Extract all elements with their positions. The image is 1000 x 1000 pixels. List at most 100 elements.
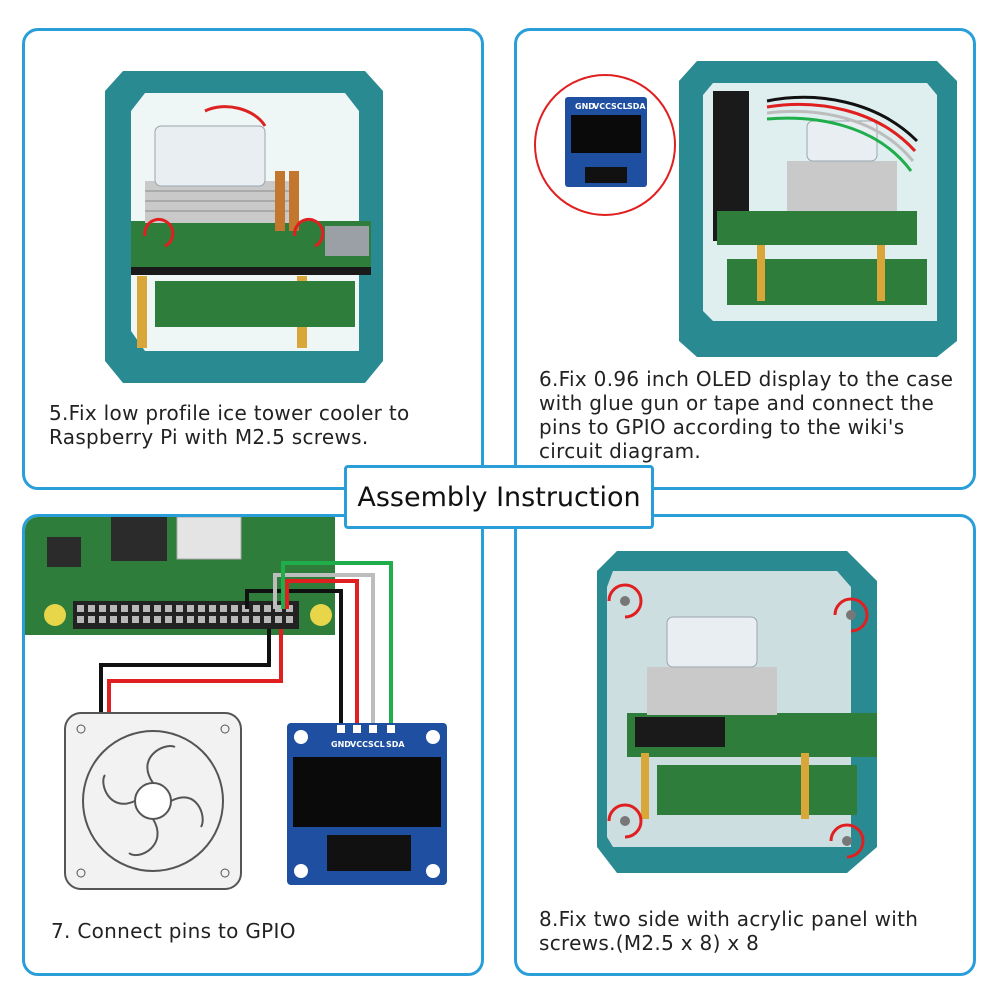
gpio-pin: [121, 616, 128, 623]
caption-line: circuit diagram.: [539, 439, 702, 463]
acrylic-panel-illustration: [597, 551, 877, 873]
wire-fan-gnd: [99, 629, 271, 713]
caption-line: 7. Connect pins to GPIO: [51, 919, 296, 943]
oled-pin-scl: SCL: [368, 740, 385, 749]
gpio-pin: [220, 605, 227, 612]
fan-icon: [64, 712, 242, 890]
caption-line: 8.Fix two side with acrylic panel with: [539, 907, 919, 931]
caption-line: 6.Fix 0.96 inch OLED display to the case: [539, 367, 954, 391]
caption-line: pins to GPIO according to the wiki's: [539, 415, 905, 439]
oled-pin-gnd: GND: [575, 102, 595, 111]
gpio-pin: [165, 616, 172, 623]
fan-icon: [666, 616, 758, 668]
fan-icon: [154, 125, 266, 187]
gpio-pin: [132, 605, 139, 612]
wire-scl: [273, 573, 375, 723]
step-8-panel: 8.Fix two side with acrylic panel with s…: [514, 514, 976, 976]
screw-icon: [842, 836, 852, 846]
gpio-pin: [121, 605, 128, 612]
lower-board: [657, 765, 857, 815]
step-5-panel: 5.Fix low profile ice tower cooler to Ra…: [22, 28, 484, 490]
rotate-arrow-icon: [293, 217, 325, 248]
rotate-arrow-icon: [607, 583, 643, 619]
gpio-pin: [77, 616, 84, 623]
gpio-pin: [132, 616, 139, 623]
gpio-pin: [286, 616, 293, 623]
gpio-pin: [187, 605, 194, 612]
gpio-pin: [176, 605, 183, 612]
caption-line: with glue gun or tape and connect the: [539, 391, 935, 415]
step-7-panel: GND VCC SCL SDA 7. Connect pins to GPIO: [22, 514, 484, 976]
oled-pin-vcc: VCC: [593, 102, 611, 111]
gpio-pin: [275, 605, 282, 612]
gpio-pin: [286, 605, 293, 612]
screw-icon: [620, 816, 630, 826]
heatsink: [145, 171, 299, 231]
gpio-pin: [220, 616, 227, 623]
oled-pin-gnd: GND: [331, 740, 351, 749]
step-6-caption: 6.Fix 0.96 inch OLED display to the case…: [539, 367, 953, 463]
gpio-pin: [165, 605, 172, 612]
standoff-left: [137, 276, 147, 348]
rotate-arrow-icon: [833, 597, 869, 633]
caption-line: 5.Fix low profile ice tower cooler to: [49, 401, 410, 425]
oled-screen: [293, 757, 441, 827]
gpio-pin: [275, 616, 282, 623]
step-5-caption: 5.Fix low profile ice tower cooler to Ra…: [49, 401, 410, 449]
gpio-pin: [143, 616, 150, 623]
step-7-caption: 7. Connect pins to GPIO: [51, 919, 296, 943]
rotate-arrow-icon: [607, 803, 643, 839]
rotate-arrow-icon: [829, 823, 865, 859]
gpio-pin: [154, 605, 161, 612]
gpio-pin: [264, 616, 271, 623]
heatsink: [647, 667, 777, 715]
gpio-pin: [198, 616, 205, 623]
gpio-pin: [209, 616, 216, 623]
wire-gnd: [245, 589, 343, 723]
caption-line: Raspberry Pi with M2.5 screws.: [49, 425, 369, 449]
step-6-panel: GND VCC SCL SDA 6.Fix 0.96 inch OLED dis…: [514, 28, 976, 490]
oled-in-case-illustration: GND VCC SCL SDA: [534, 61, 957, 357]
page-title: Assembly Instruction: [344, 465, 654, 529]
wire-vcc: [285, 579, 359, 723]
gpio-pin: [110, 605, 117, 612]
wire-fan-vcc: [107, 629, 283, 713]
pi-board: [717, 211, 917, 245]
step-8-caption: 8.Fix two side with acrylic panel with s…: [539, 907, 918, 955]
gpio-pin: [198, 605, 205, 612]
wire-sda: [281, 561, 393, 723]
oled-module: [287, 723, 447, 885]
gpio-pin: [231, 605, 238, 612]
gpio-pin: [77, 605, 84, 612]
gpio-pin: [242, 616, 249, 623]
caption-line: screws.(M2.5 x 8) x 8: [539, 931, 760, 955]
gpio-pin: [88, 605, 95, 612]
oled-pin-sda: SDA: [627, 102, 646, 111]
gpio-pin: [176, 616, 183, 623]
oled-pin-scl: SCL: [611, 102, 628, 111]
lower-board: [155, 281, 355, 327]
oled-pin-vcc: VCC: [350, 740, 368, 749]
cooler-on-pi-illustration: [105, 71, 383, 383]
gpio-pin: [253, 616, 260, 623]
oled-pin-sda: SDA: [386, 740, 405, 749]
screw-icon: [846, 610, 856, 620]
rotate-arrow-icon: [143, 217, 175, 248]
gpio-pin: [143, 605, 150, 612]
wiring-diagram: GND VCC SCL SDA: [25, 517, 447, 890]
gpio-pin: [88, 616, 95, 623]
gpio-pin: [264, 605, 271, 612]
gpio-pin: [99, 605, 106, 612]
gpio-pin: [154, 616, 161, 623]
gpio-pin: [253, 605, 260, 612]
gpio-pin: [99, 616, 106, 623]
screw-icon: [620, 596, 630, 606]
gpio-pin: [187, 616, 194, 623]
gpio-pin: [209, 605, 216, 612]
gpio-pin: [231, 616, 238, 623]
oled-screen: [571, 115, 641, 153]
ethernet-port: [325, 226, 369, 256]
heatsink: [787, 161, 897, 211]
page-title-text: Assembly Instruction: [357, 481, 641, 513]
gpio-pin: [110, 616, 117, 623]
